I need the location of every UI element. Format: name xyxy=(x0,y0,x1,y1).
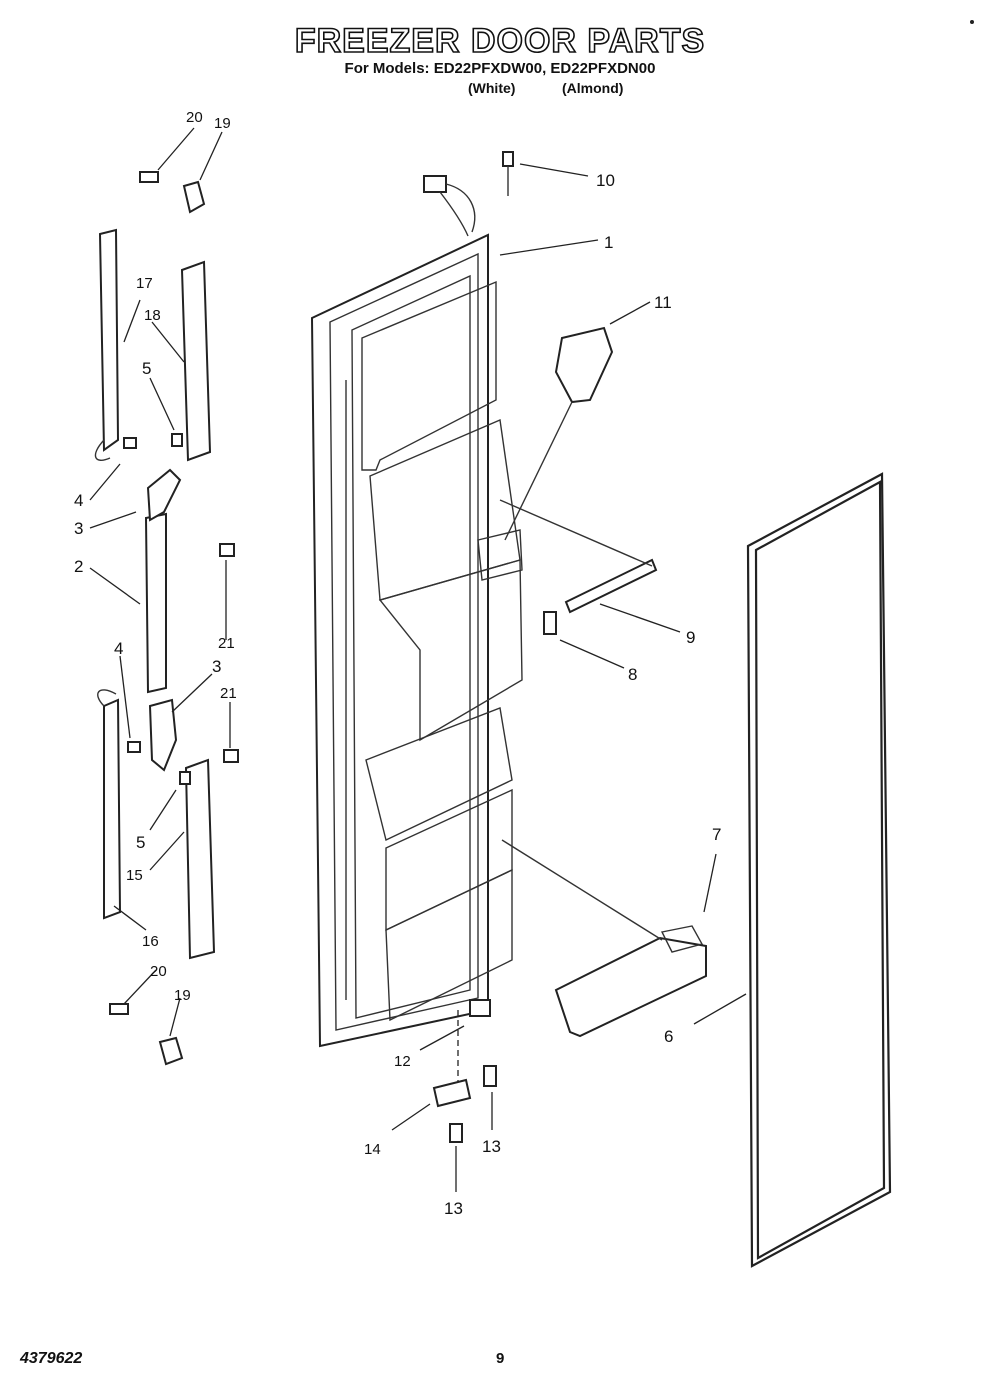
callout-4-upper: 4 xyxy=(74,491,83,510)
callout-5-lower: 5 xyxy=(136,833,145,852)
callout-3-lower: 3 xyxy=(212,657,221,676)
part-14-hinge-bracket xyxy=(432,1078,472,1108)
leader-lines xyxy=(89,127,747,1192)
callout-18: 18 xyxy=(144,307,161,324)
callout-5-upper: 5 xyxy=(142,359,151,378)
page-number: 9 xyxy=(496,1350,505,1367)
part-9-trim xyxy=(499,499,658,614)
page-title: FREEZER DOOR PARTS xyxy=(294,21,706,61)
callout-1: 1 xyxy=(604,233,613,252)
part-1-freezer-door xyxy=(310,233,523,1048)
callout-15: 15 xyxy=(126,867,143,884)
corner-mark xyxy=(970,20,974,24)
color-almond-label: (Almond) xyxy=(562,80,624,96)
part-3-hinge-upper xyxy=(146,468,182,522)
callout-13-lower: 13 xyxy=(444,1199,463,1218)
part-4-5-screws xyxy=(123,433,191,785)
part-18-handle-upper xyxy=(180,260,212,462)
callout-13-upper: 13 xyxy=(482,1137,501,1156)
part-13-screws xyxy=(449,1065,497,1143)
part-2-handle-bar xyxy=(144,512,167,694)
wire-harness xyxy=(423,175,476,237)
callout-8: 8 xyxy=(628,665,637,684)
callout-7: 7 xyxy=(712,825,721,844)
part-11-ice-chute xyxy=(504,326,614,541)
callout-10: 10 xyxy=(596,171,615,190)
part-19-20-lower-fasteners xyxy=(109,1003,184,1066)
part-17-handle-trim xyxy=(94,228,120,461)
callout-3-upper: 3 xyxy=(74,519,83,538)
callout-14: 14 xyxy=(364,1141,381,1158)
part-8-clip xyxy=(543,611,557,635)
part-10-screw xyxy=(502,151,514,196)
callout-6: 6 xyxy=(664,1027,673,1046)
callout-2: 2 xyxy=(74,557,83,576)
color-white-label: (White) xyxy=(468,80,516,96)
model-colors: (White) (Almond) xyxy=(0,80,1000,100)
callout-21-lower: 21 xyxy=(220,685,237,702)
part-21-screws xyxy=(219,543,239,763)
callout-4-lower: 4 xyxy=(114,639,123,658)
part-15-handle-lower xyxy=(184,758,216,960)
models-line: For Models: ED22PFXDW00, ED22PFXDN00 xyxy=(344,60,656,77)
document-number: 4379622 xyxy=(20,1350,83,1367)
callout-16: 16 xyxy=(142,933,159,950)
callout-20-upper: 20 xyxy=(186,109,203,126)
callout-12: 12 xyxy=(394,1053,411,1070)
part-19-20-upper-fasteners xyxy=(139,171,206,214)
callout-17: 17 xyxy=(136,275,153,292)
part-3-hinge-lower xyxy=(148,698,178,772)
callout-21-upper: 21 xyxy=(218,635,235,652)
callout-9: 9 xyxy=(686,628,695,647)
part-16-handle-trim-lower xyxy=(97,689,122,920)
part-6-gasket xyxy=(746,472,892,1268)
callout-19-lower: 19 xyxy=(174,987,191,1004)
callout-11: 11 xyxy=(654,293,672,312)
callout-19-upper: 19 xyxy=(214,115,231,132)
callout-20-lower: 20 xyxy=(150,963,167,980)
callout-labels: 1 2 3 3 4 4 5 5 6 7 8 9 10 11 12 13 13 1… xyxy=(74,109,721,1218)
part-7-door-shelf-bin xyxy=(501,839,707,1038)
